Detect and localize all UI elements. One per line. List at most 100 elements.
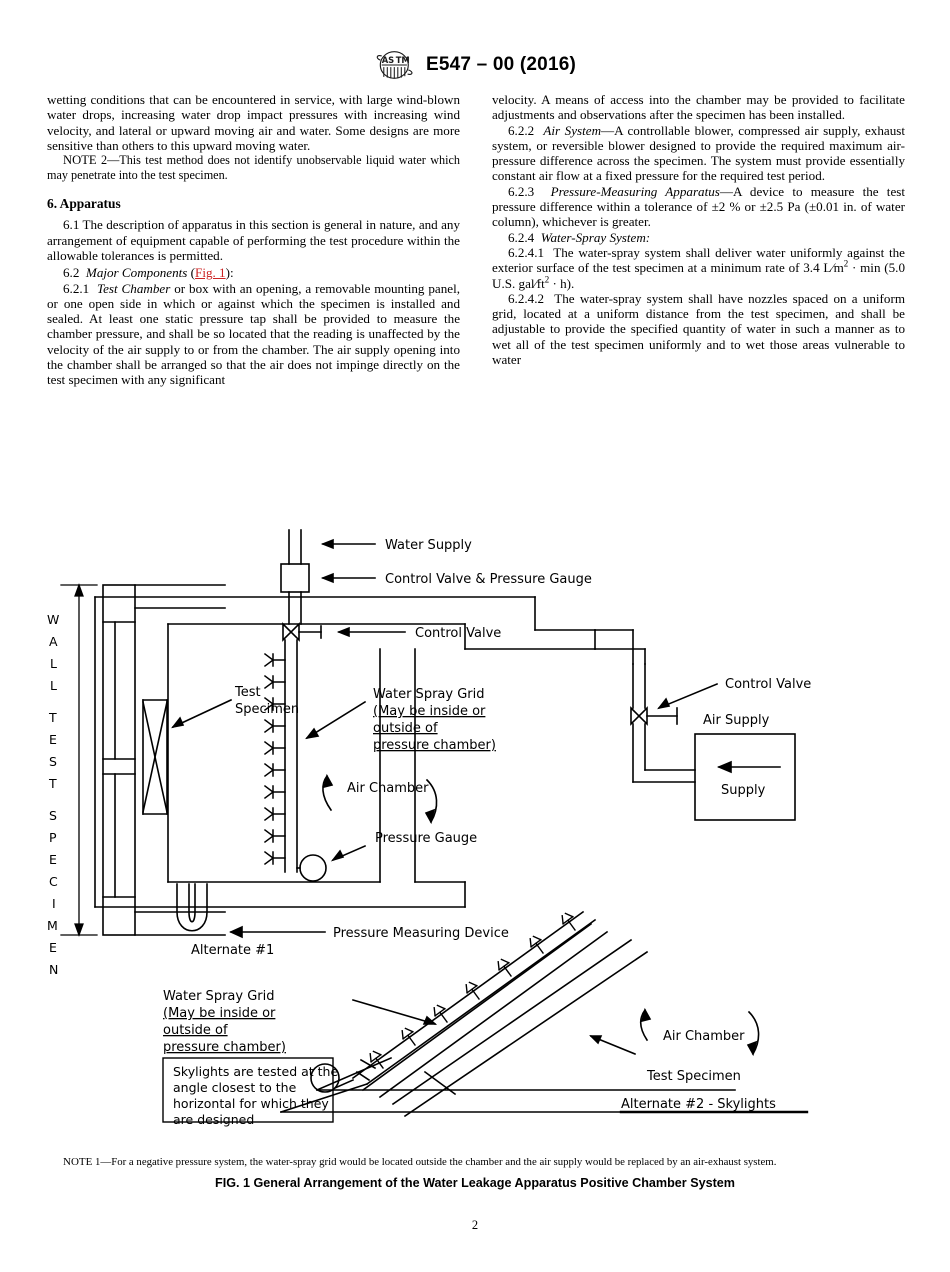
svg-text:C: C: [49, 874, 58, 889]
clause-title-6-2-4: Water-Spray System:: [540, 229, 651, 245]
clause-title-6-2-1: Test Chamber: [97, 280, 171, 296]
note-2-text: 2—This test method does not identify uno…: [47, 153, 460, 182]
svg-text:L: L: [50, 656, 57, 671]
note-2: NOTE 2—This test method does not identif…: [47, 153, 460, 182]
right-column: velocity. A means of access into the cha…: [492, 92, 905, 388]
superscript-square-foot: 2: [544, 274, 550, 285]
control-valve-right-symbol: [630, 706, 678, 726]
clause-title-6-2-2: Air System: [543, 122, 602, 138]
label-test-specimen-upper-1: Test: [234, 685, 261, 700]
clause-text-6-2-2: —A controllable blower, compressed air s…: [492, 122, 905, 184]
clause-number-6-2-2: 6.2.2: [508, 122, 535, 138]
page-header: AS TM E547 – 00 (2016): [0, 48, 950, 82]
svg-text:T: T: [48, 710, 57, 725]
skylight-assembly: [279, 910, 736, 1118]
left-column: wetting conditions that can be encounter…: [47, 92, 460, 388]
label-water-spray-grid-2-line3: pressure chamber): [163, 1040, 286, 1055]
u-tube-manometer: [176, 883, 208, 932]
clause-number-6-2-4-1: 6.2.4.1: [508, 244, 545, 260]
skylight-note-line-3: horizontal for which they: [173, 1096, 329, 1111]
label-test-specimen-upper-2: Specimen: [235, 702, 299, 717]
air-chamber-curve-left: [322, 773, 334, 812]
svg-text:TM: TM: [396, 55, 410, 65]
clause-text-6-2-4-2: The water-spray system shall have nozzle…: [492, 290, 906, 368]
svg-text:E: E: [49, 732, 57, 747]
svg-text:T: T: [48, 776, 57, 791]
water-spray-grid-arrow-2: [352, 999, 438, 1025]
svg-text:A: A: [49, 634, 58, 649]
control-valve-gauge-box: [280, 563, 310, 593]
svg-text:N: N: [49, 962, 58, 977]
air-duct-lower-right: [632, 723, 696, 783]
svg-text:E: E: [49, 940, 57, 955]
paragraph-6-2-4-1: 6.2.4.1 The water-spray system shall del…: [492, 245, 905, 291]
label-air-chamber-upper: Air Chamber: [347, 781, 429, 796]
label-water-spray-grid-line2: outside of: [373, 721, 438, 736]
label-test-specimen-lower: Test Specimen: [646, 1069, 741, 1084]
clause-number-6-2-1: 6.2.1: [63, 280, 90, 296]
svg-text:P: P: [49, 830, 57, 845]
text-columns: wetting conditions that can be encounter…: [47, 92, 905, 388]
pressure-gauge-arrow: [330, 844, 367, 862]
control-valve-top-arrow: [336, 626, 406, 638]
svg-text:M: M: [47, 918, 58, 933]
svg-text:AS: AS: [382, 55, 395, 65]
page-number: 2: [471, 1218, 479, 1232]
paragraph-6-2-4-2: 6.2.4.2 The water-spray system shall hav…: [492, 291, 905, 367]
label-pressure-measuring-device: Pressure Measuring Device: [333, 926, 509, 941]
water-supply-pipe: [288, 529, 302, 565]
control-valve-top-symbol: [282, 622, 322, 642]
svg-text:E: E: [49, 852, 57, 867]
clause-number-6-2-3: 6.2.3: [508, 183, 535, 199]
clause-number-6-2-4-2: 6.2.4.2: [508, 290, 545, 306]
label-air-supply: Air Supply: [703, 713, 770, 728]
label-pressure-gauge: Pressure Gauge: [375, 831, 477, 846]
figure-1-link[interactable]: Fig. 1: [195, 265, 226, 281]
water-supply-arrow: [320, 538, 376, 550]
skylight-note-box: [162, 1057, 334, 1123]
clause-text-6-2-4-1-a: The water-spray system shall deliver wat…: [492, 244, 905, 276]
wall-test-specimen-assembly: [102, 584, 226, 936]
skylight-control-valve: [355, 1058, 377, 1082]
standard-designation: E547 – 00 (2016): [425, 54, 577, 75]
paragraph-6-1: 6.1 The description of apparatus in this…: [47, 217, 460, 263]
clause-text-6-2-1: or box with an opening, a removable moun…: [47, 280, 461, 388]
air-supply-box: [694, 733, 796, 821]
figure-note-1: NOTE 1—For a negative pressure system, t…: [47, 1156, 905, 1169]
paragraph-6-2-2: 6.2.2 Air System—A controllable blower, …: [492, 123, 905, 184]
svg-text:L: L: [50, 678, 57, 693]
clause-text-6-2-4-1-c: · h).: [549, 275, 575, 291]
label-wall-test-specimen-vertical: W A L L T E S T S P E C I M E N: [47, 612, 59, 977]
label-water-spray-grid-2-line2: outside of: [163, 1023, 228, 1038]
svg-text:S: S: [49, 808, 57, 823]
label-control-valve-top: Control Valve: [415, 626, 501, 641]
label-control-valve-pressure-gauge: Control Valve & Pressure Gauge: [385, 572, 592, 587]
paragraph-continued: wetting conditions that can be encounter…: [47, 92, 460, 153]
control-valve-right-arrow: [657, 682, 719, 710]
supply-flow-arrow: [716, 760, 781, 774]
section-heading-apparatus: 6. Apparatus: [47, 196, 121, 212]
paragraph-6-2-1: 6.2.1 Test Chamber or box with an openin…: [47, 281, 460, 388]
superscript-square-metre: 2: [843, 258, 849, 269]
skylight-nozzles-group: [369, 912, 576, 1069]
label-alternate-2: Alternate #2 - Skylights: [621, 1097, 776, 1112]
air-chamber-curve-left-2: [639, 1007, 652, 1042]
clause-title-6-2: Major Components: [85, 265, 188, 281]
water-spray-grid-pipe: [284, 639, 298, 873]
paragraph-6-2-3: 6.2.3 Pressure-Measuring Apparatus—A dev…: [492, 184, 905, 230]
label-water-spray-grid-line1: (May be inside or: [373, 704, 486, 719]
svg-text:W: W: [47, 612, 59, 627]
label-supply: Supply: [721, 783, 766, 798]
skylight-note-line-4: are designed: [173, 1112, 254, 1127]
clause-text-6-2-4-1-b: · min (5.0 U.S. gal∕ft: [492, 260, 905, 291]
apparatus-diagram: Water Supply Control Valve & Pressure Ga…: [47, 529, 811, 1127]
spray-nozzles-group: [263, 652, 286, 866]
clause-number-6-2-4: 6.2.4: [508, 229, 535, 245]
air-chamber-curve-right-2: [746, 1010, 760, 1057]
air-duct-right: [594, 629, 646, 709]
label-control-valve-right: Control Valve: [725, 677, 811, 692]
test-specimen-arrow-upper: [171, 698, 233, 729]
paragraph-6-2: 6.2 Major Components (Fig. 1):: [63, 265, 234, 281]
note-1-text: 1—For a negative pressure system, the wa…: [95, 1155, 777, 1168]
label-alternate-1: Alternate #1: [191, 943, 274, 958]
